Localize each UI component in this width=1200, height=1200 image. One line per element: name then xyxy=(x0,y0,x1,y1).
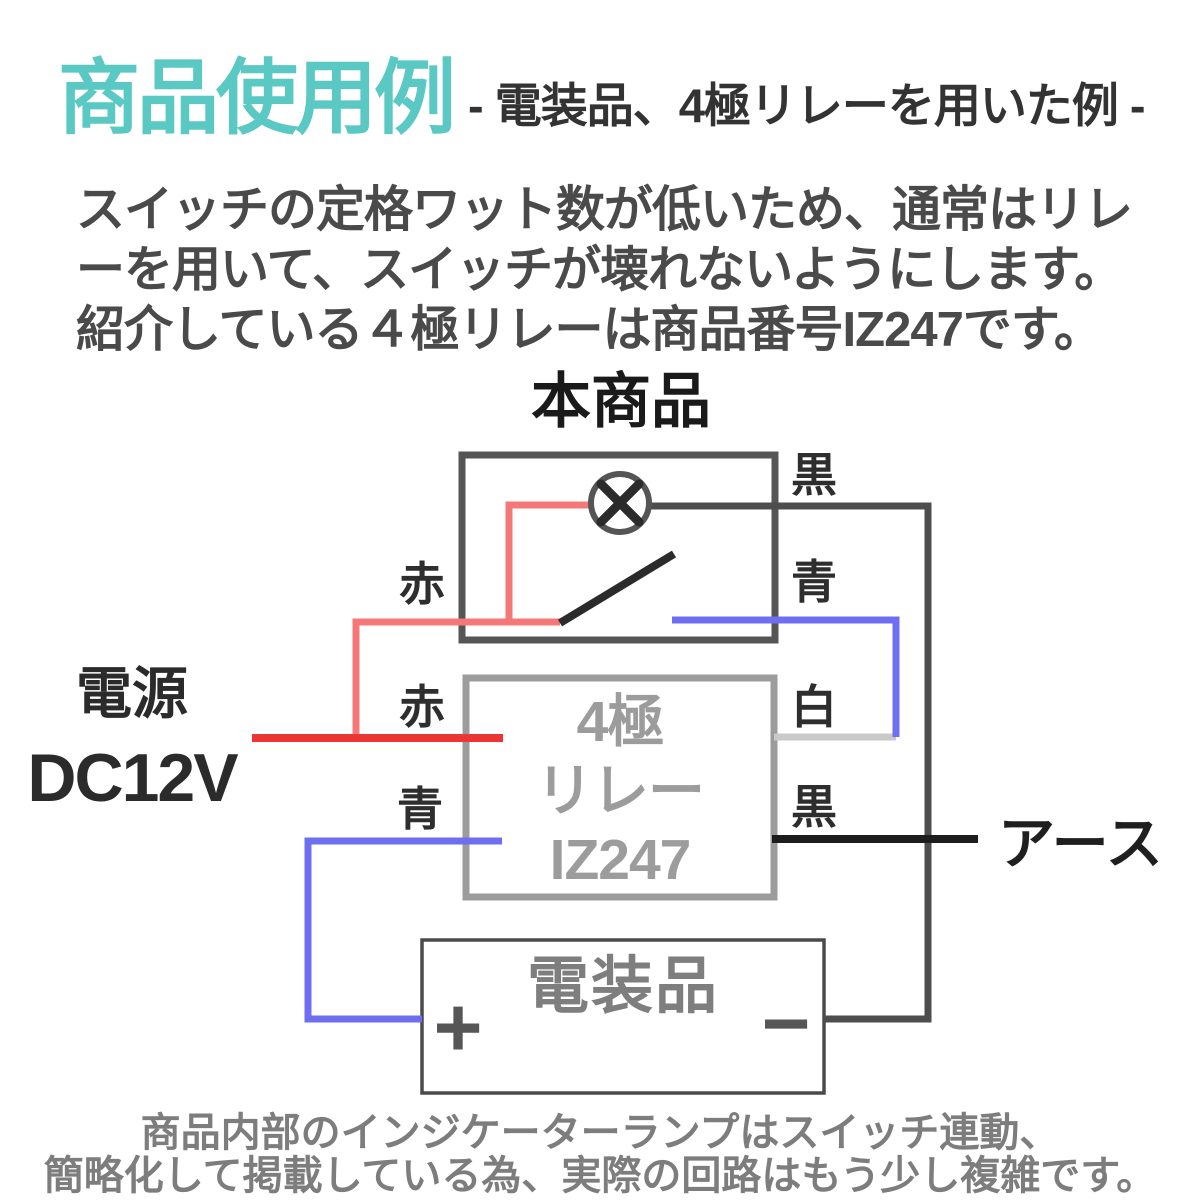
power-source-label: 電源 DC12V xyxy=(14,662,250,816)
lamp-icon xyxy=(588,471,652,535)
switch-output-wire-blue xyxy=(672,616,900,737)
page-title: 商品使用例 xyxy=(58,53,456,144)
product-box-title: 本商品 xyxy=(531,368,711,435)
equipment-plus-terminal: + xyxy=(433,980,483,1074)
wire-label-red-top: 赤 xyxy=(399,558,445,610)
switch-feed-wire-red xyxy=(352,618,560,738)
switch-icon xyxy=(557,550,677,627)
relay-to-equipment-wire-blue xyxy=(304,837,502,1023)
wire-label-blue-right: 青 xyxy=(791,556,837,608)
relay-box-label: 4極 リレー IZ247 xyxy=(466,688,774,895)
wire-label-blue-left: 青 xyxy=(397,783,443,835)
footer-line-2: 簡略化して掲載している為、実際の回路はもう少し複雑です。 xyxy=(43,1154,1157,1198)
intro-paragraph: スイッチの定格ワット数が低いため、通常はリレ ーを用いて、スイッチが壊れないよう… xyxy=(76,180,1146,360)
equipment-minus-terminal: − xyxy=(761,976,811,1070)
product-box xyxy=(458,451,779,644)
power-source-voltage: DC12V xyxy=(27,740,238,816)
page-subtitle: - 電装品、4極リレーを用いた例 - xyxy=(468,79,1146,132)
wire-label-black-bottom: 黒 xyxy=(791,781,837,833)
footer-line-1: 商品内部のインジケーターランプはスイッチ連動、 xyxy=(140,1111,1060,1155)
lamp-output-wire-black xyxy=(649,502,932,1023)
intro-line-2: ーを用いて、スイッチが壊れないようにします。 xyxy=(76,243,1123,297)
lamp-feed-wire-red xyxy=(505,501,591,622)
wire-label-white-right: 白 xyxy=(791,681,837,733)
relay-label-line-2: リレー xyxy=(536,759,705,823)
footer-note: 商品内部のインジケーターランプはスイッチ連動、 簡略化して掲載している為、実際の… xyxy=(0,1112,1200,1198)
relay-label-line-3: IZ247 xyxy=(549,828,692,892)
equipment-box-label: 電装品 xyxy=(526,952,719,1021)
relay-label-line-1: 4極 xyxy=(576,690,665,754)
relay-box xyxy=(462,674,778,901)
intro-line-3: 紹介している４極リレーは商品番号IZ247です。 xyxy=(76,303,1103,357)
intro-line-1: スイッチの定格ワット数が低いため、通常はリレ xyxy=(76,183,1133,237)
power-source-name: 電源 xyxy=(76,662,188,725)
ground-label: アース xyxy=(998,812,1163,876)
wire-label-red-mid: 赤 xyxy=(399,681,445,733)
wire-label-black-top: 黒 xyxy=(791,449,837,501)
lamp-x-stroke-2 xyxy=(596,479,644,527)
